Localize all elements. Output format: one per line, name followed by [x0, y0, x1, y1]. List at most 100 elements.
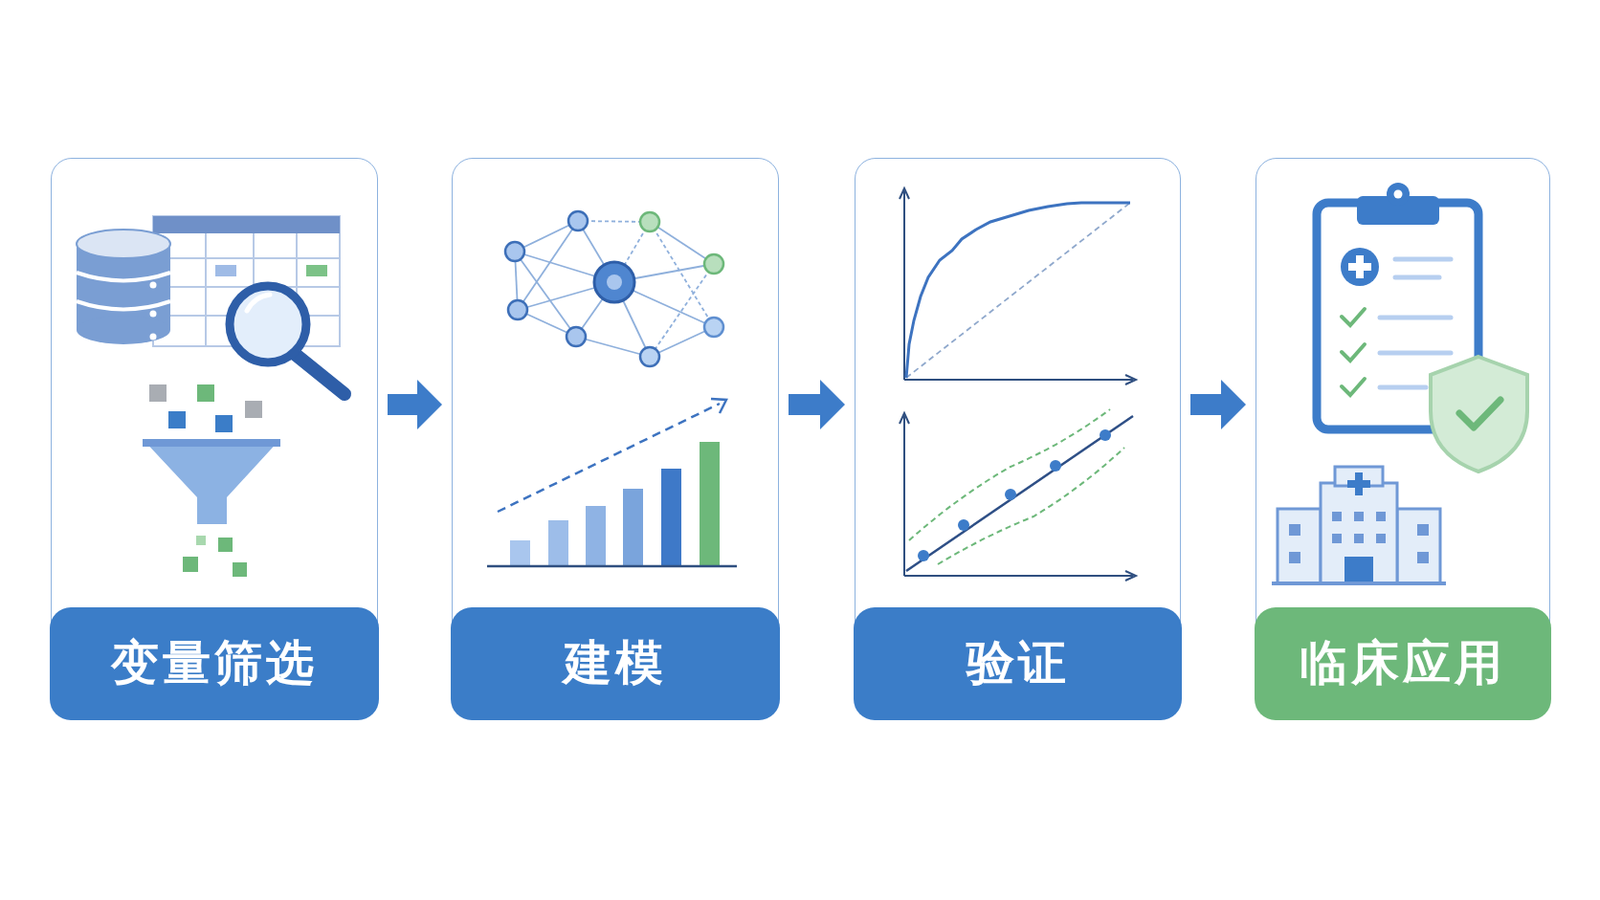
bar-chart-rect — [510, 540, 531, 567]
funnel-icon-polygon — [142, 439, 281, 525]
network-links-line — [577, 221, 615, 283]
clipboard-icon-line — [1379, 385, 1426, 391]
network-links-line — [514, 251, 615, 283]
calibration-chart-circle — [917, 550, 930, 562]
hospital-icon — [1271, 466, 1446, 584]
hospital-icon-rect — [1417, 524, 1429, 536]
filtered-squares-rect — [196, 535, 206, 546]
bar-chart-rect — [622, 488, 644, 567]
calibration-chart-line — [906, 416, 1134, 572]
calibration-chart-circle — [1049, 460, 1062, 472]
data-table-rect — [306, 265, 328, 277]
roc-chart-line — [904, 378, 1134, 381]
data-squares — [149, 384, 263, 433]
network-links-line — [614, 222, 650, 283]
roc-chart-line — [906, 202, 1131, 378]
clipboard-icon-polyline — [1341, 344, 1365, 361]
network-links — [514, 221, 714, 357]
flow-arrow — [788, 379, 845, 430]
clipboard-icon-polyline — [1341, 309, 1365, 326]
funnel-icon — [142, 439, 281, 525]
filtered-squares-rect — [182, 556, 199, 573]
magnifier-icon-line — [294, 354, 345, 395]
database-icon-circle — [150, 282, 157, 289]
filtered-squares-rect — [218, 537, 233, 553]
bar-chart — [487, 399, 737, 567]
shield-icon-polyline — [1459, 400, 1501, 428]
hospital-icon-rect — [1332, 533, 1342, 544]
network-nodes-circle — [606, 274, 623, 290]
data-squares-rect — [168, 411, 186, 429]
database-icon-ellipse — [76, 229, 171, 259]
database-icon-path — [76, 301, 171, 311]
shield-icon — [1430, 356, 1528, 472]
network-links-line — [517, 310, 577, 337]
network-links-line — [576, 282, 615, 337]
network-links-line — [514, 221, 578, 252]
network-nodes-circle — [594, 262, 635, 303]
clipboard-icon-line — [1379, 351, 1451, 356]
calibration-chart-polyline — [899, 413, 910, 424]
clipboard-icon-rect — [1348, 263, 1372, 271]
network-nodes-circle — [568, 211, 588, 231]
roc-chart-line — [903, 191, 906, 380]
network-links-line — [517, 282, 615, 311]
roc-chart-path — [906, 202, 1131, 378]
hospital-icon-rect — [1334, 466, 1383, 487]
bar-chart-polyline — [711, 399, 727, 414]
clipboard-icon-rect — [1355, 255, 1364, 279]
data-table — [153, 216, 340, 347]
roc-chart — [899, 188, 1136, 385]
database-icon-circle — [150, 311, 157, 318]
network-links-line — [576, 336, 650, 357]
network-links-line — [649, 222, 714, 328]
calibration-chart-circle — [1099, 429, 1112, 442]
clipboard-icon-line — [1395, 257, 1451, 263]
hospital-icon-rect — [1347, 480, 1371, 489]
data-table-line — [153, 286, 340, 289]
step-card: 临床应用 — [1255, 157, 1551, 720]
step-label-band: 验证 — [853, 607, 1181, 721]
step-card: 变量筛选 — [50, 157, 378, 720]
step-label: 建模 — [563, 631, 667, 696]
network-links-line — [514, 251, 577, 337]
network-links-line — [514, 251, 518, 311]
network-nodes-circle — [508, 300, 528, 320]
hospital-icon-rect — [1397, 509, 1441, 584]
hospital-icon-rect — [1288, 524, 1301, 536]
calibration-chart-circle — [957, 519, 970, 532]
calibration-chart — [899, 409, 1136, 581]
hospital-icon-line — [1271, 581, 1446, 586]
data-squares-rect — [149, 384, 167, 402]
database-icon-circle — [150, 333, 157, 341]
data-squares-rect — [215, 415, 233, 433]
database-icon — [76, 229, 171, 345]
database-icon-path — [76, 272, 171, 282]
calibration-chart-line — [903, 416, 906, 577]
network-links-line — [614, 282, 650, 357]
network-links-line — [614, 264, 714, 283]
calibration-chart-path — [909, 409, 1111, 541]
network-links-line — [649, 264, 714, 357]
magnifier-icon-path — [246, 294, 270, 312]
shield-icon-path — [1430, 356, 1528, 472]
step-label-band: 建模 — [450, 607, 779, 721]
step-label: 验证 — [966, 631, 1070, 696]
bar-chart-line — [487, 565, 737, 569]
hospital-icon-rect — [1417, 552, 1429, 564]
network-nodes — [505, 211, 724, 367]
step-label: 临床应用 — [1299, 631, 1507, 696]
step-label-band: 临床应用 — [1254, 607, 1551, 721]
bar-chart-path — [497, 403, 720, 512]
flow-arrow — [1190, 379, 1246, 430]
clipboard-icon-line — [1379, 315, 1451, 321]
clipboard-icon-rect — [1316, 202, 1479, 430]
network-links-line — [614, 282, 714, 328]
step-card: 验证 — [854, 157, 1181, 720]
data-table-line — [295, 233, 298, 347]
data-table-line — [153, 257, 340, 260]
hospital-icon-rect — [1376, 511, 1386, 522]
network-links-line — [649, 222, 714, 265]
